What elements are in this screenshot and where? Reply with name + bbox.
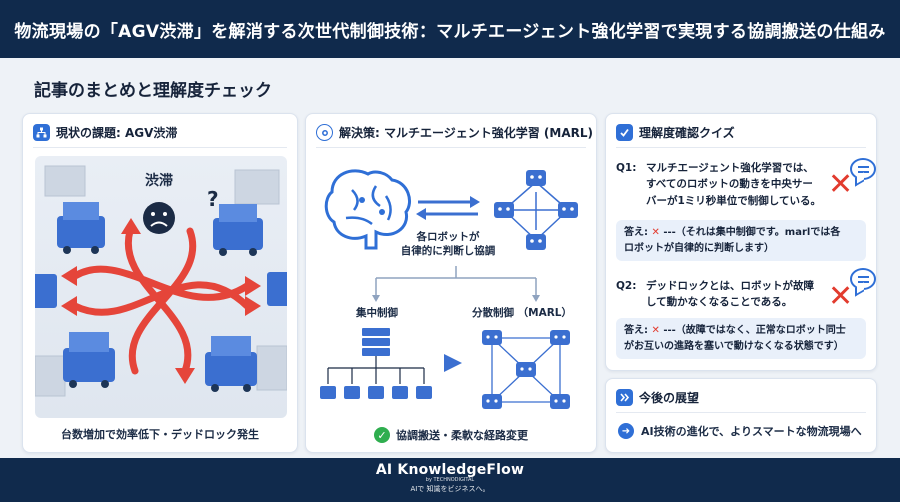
quiz-panel: 理解度確認クイズ Q1:マルチエージェント強化学習では、 すべてのロボットの動き… <box>605 113 877 371</box>
section-title: 記事のまとめと理解度チェック <box>34 81 272 101</box>
solution-panel-header: 解決策: マルチエージェント強化学習 (MARL) <box>316 124 593 148</box>
arrow-right-icon <box>444 354 462 372</box>
quiz-answer-1: 答え: ✕ ---（それは集中制御です。marlでは各 ロボットが自律的に判断し… <box>616 220 866 261</box>
agv-robot-top-left <box>57 202 105 254</box>
quiz-panel-header: 理解度確認クイズ <box>616 124 866 148</box>
congestion-scene: ? <box>35 165 287 397</box>
solution-caption: ✓ 協調搬送・柔軟な経路変更 <box>306 427 596 443</box>
distributed-control-label: 分散制御 （MARL） <box>471 307 572 319</box>
cross-icon: ✕ <box>828 167 854 202</box>
footer-brand: AI KnowledgeFlow <box>375 462 525 478</box>
congestion-label: 渋滞 <box>145 173 173 189</box>
speech-bubble-icon <box>850 268 876 290</box>
robot-network <box>494 170 578 250</box>
branch-lines <box>372 266 540 302</box>
outlook-panel-header: 今後の展望 <box>616 389 866 413</box>
brain-icon <box>324 169 411 250</box>
robot-icon <box>494 170 578 250</box>
network-icon <box>33 124 50 141</box>
agv-robot-top-right <box>213 204 263 256</box>
gear-icon <box>316 124 333 141</box>
footer: AI KnowledgeFlow by TECHNODIGITAL AIで 知識… <box>0 458 900 502</box>
cross-icon: ✕ <box>651 325 660 336</box>
agv-robot-bottom-right <box>205 336 257 392</box>
quiz-answer-2: 答え: ✕ ---（故障ではなく、正常なロボット同士 がお互いの進路を塞いで動け… <box>616 318 866 359</box>
outlook-panel: 今後の展望 ➜ AI技術の進化で、よりスマートな物流現場へ <box>605 378 877 453</box>
top-banner: 物流現場の「AGV渋滞」を解消する次世代制御技術：マルチエージェント強化学習で実… <box>0 0 900 58</box>
question-mark-icon: ? <box>207 187 219 211</box>
arrow-right-icon: ➜ <box>618 423 634 439</box>
exchange-arrows <box>416 196 480 220</box>
check-icon: ✓ <box>374 427 390 443</box>
server-icon <box>320 328 432 399</box>
problem-panel: 現状の課題: AGV渋滞 <box>22 113 298 453</box>
cross-icon: ✕ <box>828 279 854 314</box>
agv-congestion-illustration: ? 渋滞 <box>35 156 287 418</box>
footer-tagline: AIで 知識をビジネスへ。 <box>410 485 490 493</box>
problem-panel-header: 現状の課題: AGV渋滞 <box>33 124 287 148</box>
central-control-label: 集中制御 <box>356 307 398 319</box>
agv-robot-right <box>267 272 287 306</box>
solution-heading: 解決策: マルチエージェント強化学習 (MARL) <box>339 126 593 140</box>
problem-heading: 現状の課題: AGV渋滞 <box>56 126 178 140</box>
autonomy-label: 各ロボットが 自律的に判断し協調 <box>400 231 496 258</box>
agv-robot-left <box>35 274 57 308</box>
sad-face-icon <box>143 202 175 234</box>
quiz-question-2: Q2:デッドロックとは、ロボットが故障 して動かなくなることである。 <box>616 280 814 309</box>
chevron-double-right-icon <box>616 389 633 406</box>
quiz-question-1: Q1:マルチエージェント強化学習では、 すべてのロボットの動きを中央サー バーが… <box>616 162 821 207</box>
checkbox-icon <box>616 124 633 141</box>
problem-caption: 台数増加で効率低下・デッドロック発生 <box>61 428 259 441</box>
outlook-item: ➜ AI技術の進化で、よりスマートな物流現場へ <box>618 423 862 439</box>
arrow-heads <box>61 218 261 384</box>
quiz-heading: 理解度確認クイズ <box>639 126 735 140</box>
solution-panel: 解決策: マルチエージェント強化学習 (MARL) 各ロボットが 自律的に判断し… <box>305 113 597 453</box>
warehouse-shelves <box>35 165 287 397</box>
tangled-arrows <box>71 227 251 375</box>
outlook-heading: 今後の展望 <box>639 391 700 405</box>
distributed-robot-grid <box>482 330 570 409</box>
agv-robot-bottom-left <box>63 332 115 388</box>
footer-by: by TECHNODIGITAL <box>425 477 475 483</box>
speech-bubble-icon <box>850 158 876 180</box>
page-title: 物流現場の「AGV渋滞」を解消する次世代制御技術：マルチエージェント強化学習で実… <box>14 21 886 42</box>
cross-icon: ✕ <box>651 227 660 238</box>
